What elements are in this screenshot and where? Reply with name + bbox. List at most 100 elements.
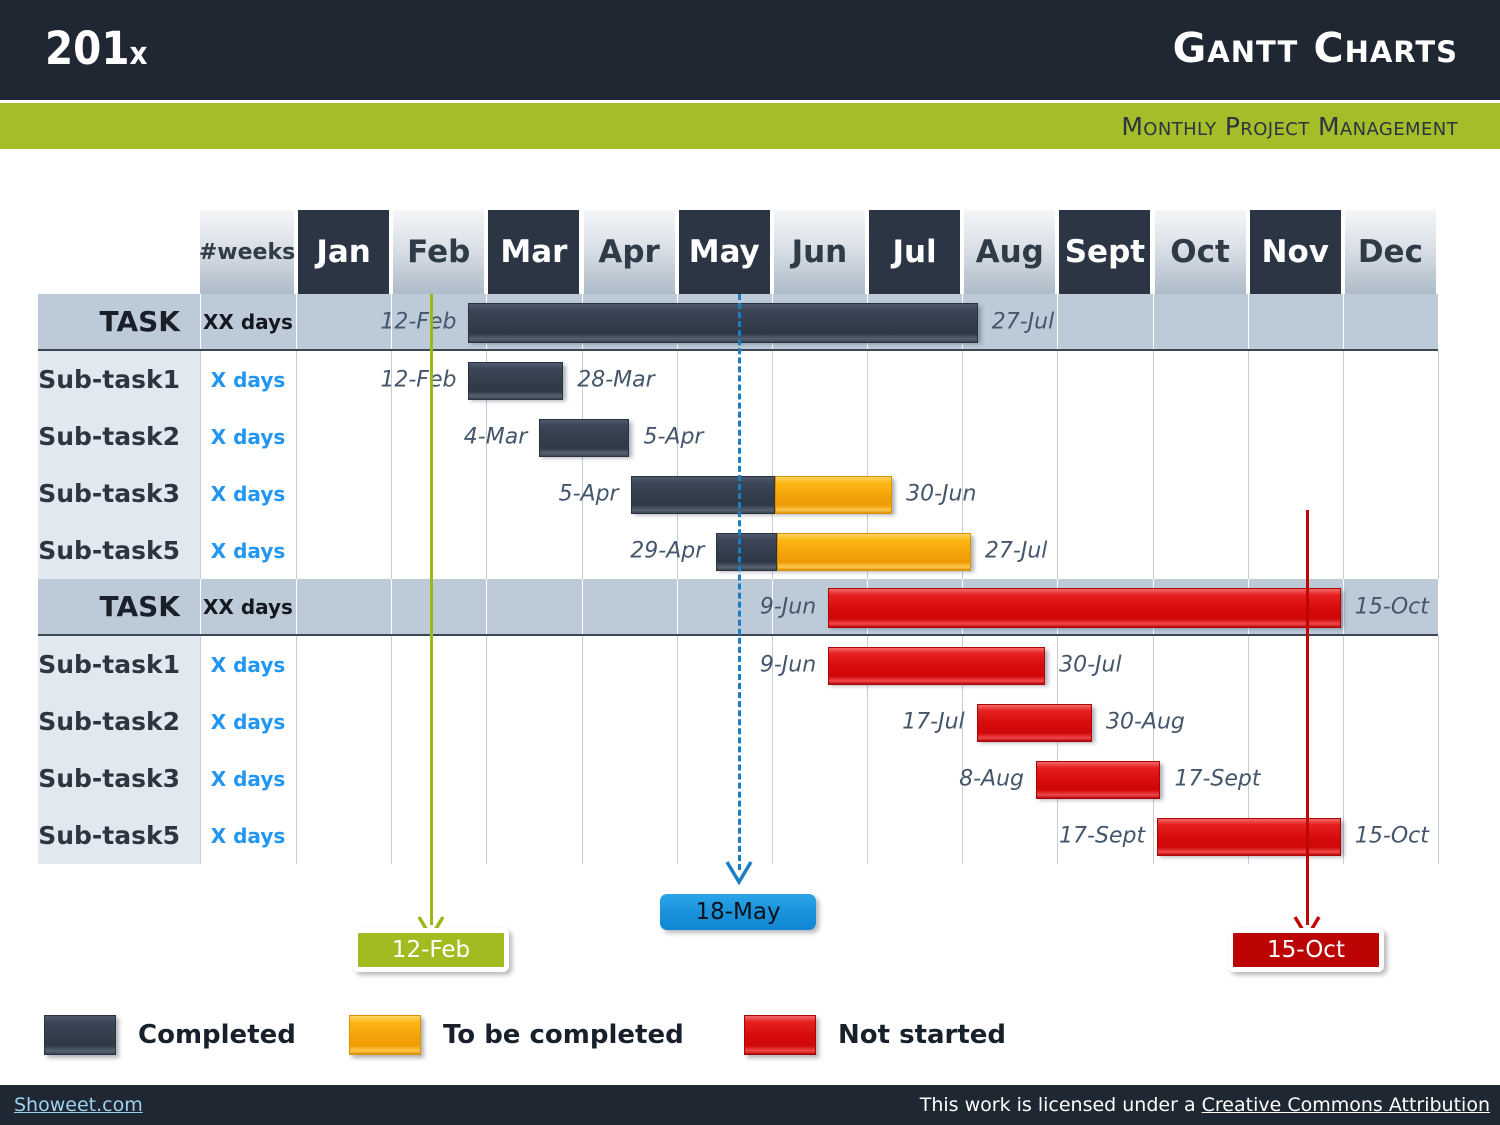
legend-label-notstarted: Not started <box>838 1020 1007 1050</box>
license-text: This work is licensed under a Creative C… <box>920 1094 1490 1116</box>
bar-end-date: 27-Jul <box>991 309 1055 334</box>
page-title: Gantt Charts <box>1172 24 1458 72</box>
column-header-may[interactable]: May <box>678 210 770 294</box>
gantt-bar-segment-notstarted <box>1036 760 1161 799</box>
gantt-bar-segment-notstarted <box>828 646 1046 685</box>
row-gridlines <box>200 807 1439 864</box>
column-header-jun[interactable]: Jun <box>773 210 865 294</box>
bar-end-date: 30-Aug <box>1105 709 1185 734</box>
row-duration: XX days <box>203 594 293 619</box>
row-name-cell-bg <box>38 294 200 349</box>
gantt-bar[interactable] <box>468 361 564 400</box>
column-header-feb[interactable]: Feb <box>393 210 485 294</box>
milestone-project-start[interactable]: 12-Feb <box>353 928 509 972</box>
column-header-apr[interactable]: Apr <box>583 210 675 294</box>
legend-swatch-completed <box>44 1015 116 1055</box>
row-name-cell-bg <box>38 465 200 522</box>
bar-end-date: 30-Jul <box>1059 652 1122 677</box>
column-header-oct[interactable]: Oct <box>1154 210 1246 294</box>
gantt-bar[interactable] <box>828 587 1341 628</box>
row-bar-zone: 4-Mar 5-Apr <box>296 408 1438 465</box>
gantt-bar[interactable] <box>539 418 630 457</box>
gantt-bar[interactable] <box>468 302 978 343</box>
gantt-bar[interactable] <box>828 646 1046 685</box>
legend-label-todo: To be completed <box>443 1020 684 1050</box>
column-header-mar[interactable]: Mar <box>488 210 580 294</box>
gantt-subtask-row[interactable]: Sub-task1 X days 9-Jun 30-Jul <box>38 636 1439 693</box>
legend-swatch-todo <box>349 1015 421 1055</box>
year-label: 201x <box>45 22 148 75</box>
gantt-bar[interactable] <box>630 475 893 514</box>
bar-start-date: 12-Feb <box>380 309 457 334</box>
gantt-bar-segment-completed <box>468 302 978 343</box>
bar-start-date: 5-Apr <box>558 481 619 506</box>
gantt-bar-segment-completed <box>716 532 777 571</box>
row-grid-bg <box>200 693 1438 750</box>
legend-item-completed: Completed <box>44 1015 296 1055</box>
column-header-sept[interactable]: Sept <box>1059 210 1151 294</box>
milestone-today[interactable]: 18-May <box>660 894 816 930</box>
bar-start-date: 12-Feb <box>380 367 457 392</box>
row-duration: X days <box>210 652 286 677</box>
bar-start-date: 9-Jun <box>759 652 817 677</box>
row-bar-zone: 9-Jun 15-Oct <box>296 579 1438 634</box>
milestone-project-end[interactable]: 15-Oct <box>1228 928 1384 972</box>
milestone-project-end-label: 15-Oct <box>1267 937 1345 963</box>
bar-end-date: 15-Oct <box>1354 594 1429 619</box>
bar-start-date: 8-Aug <box>959 766 1025 791</box>
gantt-bar[interactable] <box>716 532 971 571</box>
row-duration: X days <box>210 481 286 506</box>
row-duration: X days <box>210 424 286 449</box>
column-header-jul[interactable]: Jul <box>869 210 961 294</box>
row-bar-zone: 5-Apr 30-Jun <box>296 465 1438 522</box>
row-label: Sub-task3 <box>38 764 180 793</box>
bar-end-date: 15-Oct <box>1354 823 1429 848</box>
legend-item-todo: To be completed <box>349 1015 684 1055</box>
column-header-dec[interactable]: Dec <box>1344 210 1436 294</box>
column-header-aug[interactable]: Aug <box>964 210 1056 294</box>
row-name-cell-bg <box>38 636 200 693</box>
showeet-link[interactable]: Showeet.com <box>14 1094 143 1116</box>
gantt-bar[interactable] <box>1036 760 1161 799</box>
column-header-jan[interactable]: Jan <box>298 210 390 294</box>
gantt-bar[interactable] <box>1157 817 1341 856</box>
subtitle-band: Monthly Project Management <box>0 103 1500 149</box>
bar-end-date: 5-Apr <box>643 424 704 449</box>
bar-start-date: 4-Mar <box>463 424 528 449</box>
page-footer: Showeet.com This work is licensed under … <box>0 1085 1500 1125</box>
row-name-cell-bg <box>38 693 200 750</box>
row-name-cell-bg <box>38 750 200 807</box>
row-bar-zone: 12-Feb 27-Jul <box>296 294 1438 349</box>
legend-item-notstarted: Not started <box>744 1015 1006 1055</box>
bar-start-date: 9-Jun <box>759 594 817 619</box>
legend-label-completed: Completed <box>138 1020 296 1050</box>
column-header-nov[interactable]: Nov <box>1249 210 1341 294</box>
legend: Completed To be completed Not started <box>44 1015 1044 1061</box>
gantt-bar[interactable] <box>976 703 1092 742</box>
row-duration: X days <box>210 367 286 392</box>
bar-end-date: 28-Mar <box>577 367 655 392</box>
row-duration: X days <box>210 709 286 734</box>
row-name-cell-bg <box>38 522 200 579</box>
row-label: Sub-task2 <box>38 707 180 736</box>
creative-commons-link[interactable]: Creative Commons Attribution <box>1201 1094 1490 1116</box>
gantt-bar-segment-notstarted <box>976 703 1092 742</box>
milestone-today-label: 18-May <box>695 899 781 925</box>
gantt-bar-segment-notstarted <box>1157 817 1341 856</box>
bar-end-date: 30-Jun <box>906 481 977 506</box>
row-label: Sub-task1 <box>38 650 180 679</box>
